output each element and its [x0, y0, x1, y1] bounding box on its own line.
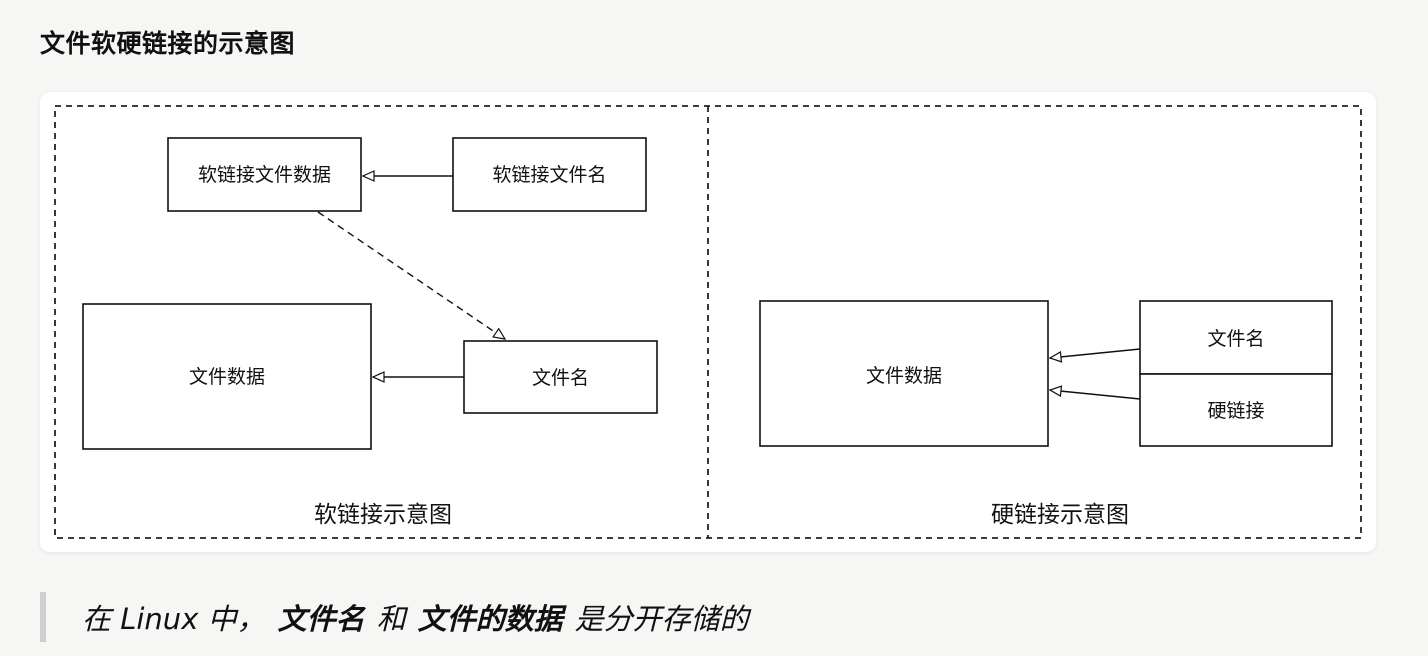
hard-file-name-label: 文件名: [1207, 328, 1264, 350]
file-name-box: [463, 340, 658, 414]
file-data-box: [82, 303, 372, 450]
hard-link-caption: 硬链接示意图: [991, 502, 1129, 528]
quote-text-filename: 文件名: [277, 602, 365, 636]
soft-link-caption: 软链接示意图: [314, 502, 452, 528]
soft-data-to-file-name-dashed-arrow: [317, 211, 507, 340]
link-diagram: 软链接文件数据 软链接文件名 文件数据 文件名 软链接示意图 文件数据 文件名 …: [54, 105, 1362, 539]
file-data-label: 文件数据: [189, 366, 265, 388]
page-title: 文件软硬链接的示意图: [40, 29, 296, 58]
soft-link-panel: 软链接文件数据 软链接文件名 文件数据 文件名 软链接示意图: [82, 137, 658, 528]
hard-file-data-box: [759, 300, 1049, 447]
hard-file-name-to-data-arrow: [1048, 348, 1141, 363]
quote-text-part5: 是分开存储的: [574, 602, 749, 636]
diagram-card: 软链接文件数据 软链接文件名 文件数据 文件名 软链接示意图 文件数据 文件名 …: [40, 92, 1376, 552]
soft-link-data-box: [167, 137, 362, 212]
quote-text-filedata: 文件的数据: [417, 602, 563, 636]
hard-link-panel: 文件数据 文件名 硬链接 硬链接示意图: [759, 300, 1333, 528]
soft-link-data-label: 软链接文件数据: [198, 164, 331, 186]
quote-text-part1: 在 Linux 中，: [82, 602, 266, 636]
soft-link-name-box: [452, 137, 647, 212]
hard-link-label: 硬链接: [1207, 400, 1264, 422]
hard-file-data-label: 文件数据: [866, 365, 942, 387]
soft-link-name-label: 软链接文件名: [492, 164, 606, 186]
quote-text-and: 和: [376, 602, 406, 636]
file-name-label: 文件名: [532, 367, 589, 389]
hard-link-to-data-arrow: [1048, 385, 1141, 400]
quote-block: 在 Linux 中， 文件名 和 文件的数据 是分开存储的: [40, 592, 761, 642]
hard-link-box: [1139, 373, 1333, 447]
